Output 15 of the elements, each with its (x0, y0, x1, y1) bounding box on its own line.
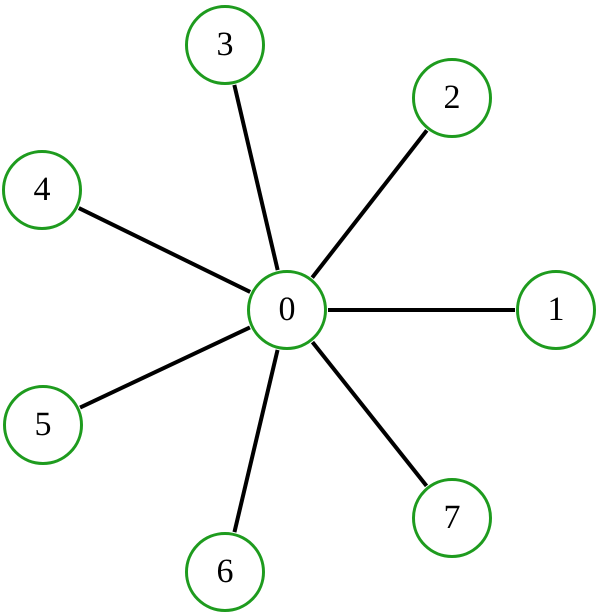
node-number: 6 (216, 555, 234, 589)
node-number: 3 (216, 28, 234, 62)
connector-line (232, 349, 280, 533)
connector-line (328, 308, 515, 312)
connector-line (232, 84, 280, 271)
connector-line (78, 206, 252, 294)
node-number: 0 (278, 293, 296, 327)
node-number: 7 (444, 501, 460, 535)
connector-line (310, 340, 428, 488)
node-number: 1 (548, 293, 564, 327)
node-number: 5 (34, 408, 52, 442)
node-number: 2 (444, 81, 460, 115)
connector-line (79, 326, 251, 410)
node-number: 4 (34, 173, 50, 207)
connector-line (310, 129, 428, 279)
